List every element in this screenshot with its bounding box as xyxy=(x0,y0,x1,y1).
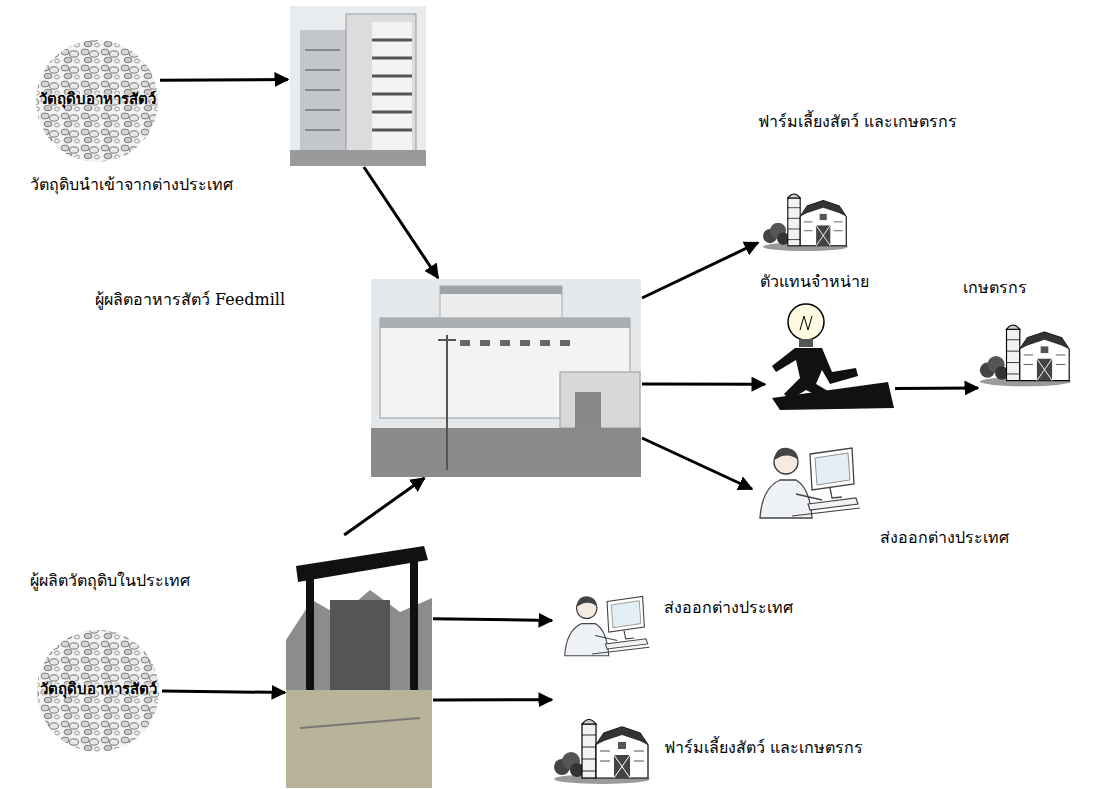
farmer-node: เกษตรกร xyxy=(978,320,1073,390)
flow-arrow xyxy=(162,691,285,693)
domestic-producer-shed xyxy=(286,536,432,788)
feedmill-factory: ผู้ผลิตอาหารสัตว์ Feedmill xyxy=(370,278,642,478)
flow-arrow xyxy=(364,167,438,278)
flow-arrow xyxy=(433,619,552,621)
node-text: วัตถุดิบอาหารสัตว์ xyxy=(35,680,162,699)
distributor-node: ตัวแทนจำหน่าย xyxy=(765,300,895,408)
distributor-figure xyxy=(772,304,894,410)
node-label: ฟาร์มเลี้ยงสัตว์ และเกษตรกร xyxy=(758,112,957,132)
node-label: ส่งออกต่างประเทศ xyxy=(664,598,793,618)
flow-arrow xyxy=(433,698,552,701)
export-node: ส่งออกต่างประเทศ xyxy=(752,438,862,523)
flow-arrow xyxy=(642,383,765,386)
farm-node: ฟาร์มเลี้ยงสัตว์ และเกษตรกร xyxy=(552,690,652,787)
farm-icon xyxy=(980,325,1071,386)
flow-arrow xyxy=(895,386,978,390)
node-label: ตัวแทนจำหน่าย xyxy=(760,272,869,292)
node-label: วัตถุดิบนำเข้าจากต่างประเทศ xyxy=(30,175,233,195)
node-label: ผู้ผลิตวัตถุดิบในประเทศ xyxy=(30,571,190,591)
flow-arrow xyxy=(642,243,758,298)
domestic-producer-node: ผู้ผลิตวัตถุดิบในประเทศ xyxy=(285,535,433,789)
flow-arrow xyxy=(642,438,752,489)
raw-material-circle: วัตถุดิบอาหารสัตว์ xyxy=(35,630,162,752)
exporter-icon xyxy=(565,596,650,656)
raw-material-circle: วัตถุดิบอาหารสัตว์วัตถุดิบนำเข้าจากต่างป… xyxy=(35,40,160,162)
export-node: ส่งออกต่างประเทศ xyxy=(552,588,657,660)
farm-icon xyxy=(763,194,848,251)
farm-icon xyxy=(554,720,650,785)
node-label: ผู้ผลิตอาหารสัตว์ Feedmill xyxy=(95,290,285,310)
import-building xyxy=(288,5,426,167)
node-label: ส่งออกต่างประเทศ xyxy=(880,528,1009,548)
flow-arrow xyxy=(160,78,288,82)
exporter-icon xyxy=(760,448,860,518)
node-label: ฟาร์มเลี้ยงสัตว์ และเกษตรกร xyxy=(664,738,863,758)
import-building xyxy=(290,6,426,166)
feedmill-factory xyxy=(371,279,641,477)
node-text: วัตถุดิบอาหารสัตว์ xyxy=(35,90,160,109)
farm-node: ฟาร์มเลี้ยงสัตว์ และเกษตรกร xyxy=(758,190,853,252)
flow-arrow xyxy=(344,478,424,535)
node-label: เกษตรกร xyxy=(963,278,1027,298)
